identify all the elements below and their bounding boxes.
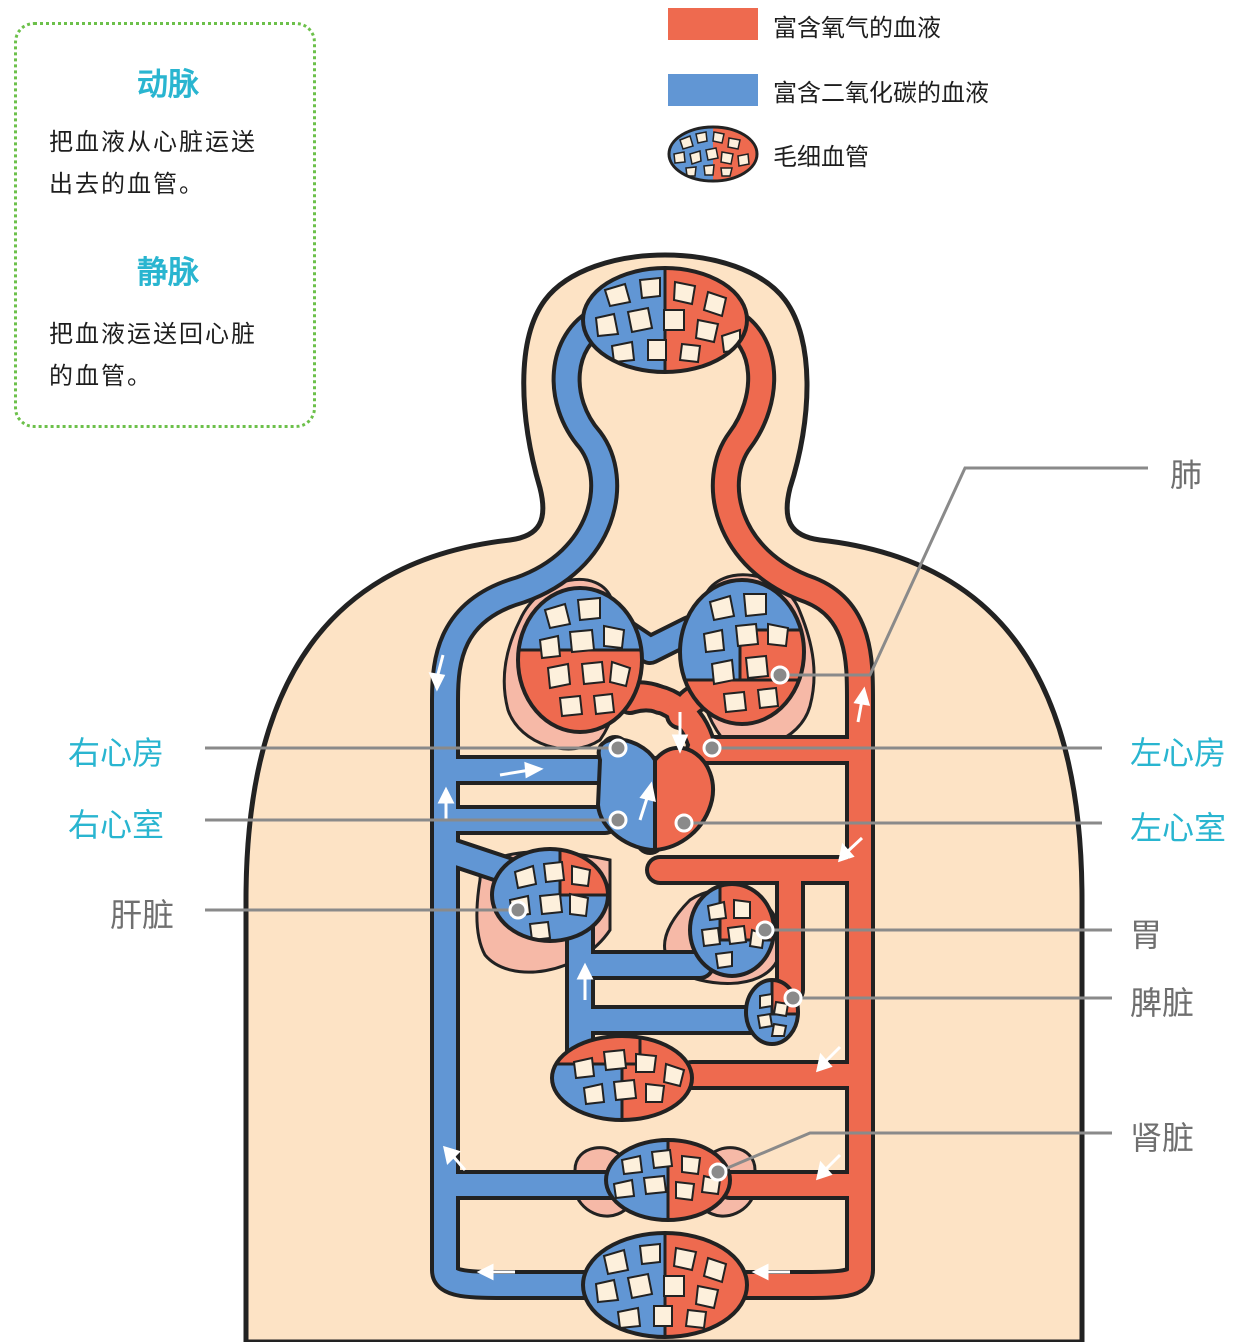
legend-capillary-icon [667,125,759,183]
label-lung: 肺 [1170,456,1203,494]
leader-lines [205,466,1148,1174]
vein-title: 静脉 [137,255,199,291]
artery-title: 动脉 [137,67,199,103]
legend-oxygen-swatch [668,8,758,40]
label-left-ventricle: 左心室 [1130,809,1227,847]
vein-description-line1: 把血液运送回心脏 [49,320,257,348]
leader-dots [508,665,803,1182]
label-right-atrium: 右心房 [68,734,165,772]
label-kidney: 肾脏 [1130,1119,1195,1157]
definition-box: 动脉 把血液从心脏运送 出去的血管。 静脉 把血液运送回心脏 的血管。 [14,22,316,428]
legend-capillary-label: 毛细血管 [773,143,869,171]
label-liver: 肝脏 [110,896,175,934]
label-left-atrium: 左心房 [1130,734,1227,772]
flow-arrows [428,654,871,1281]
label-stomach: 胃 [1130,916,1163,954]
legend-co2-label: 富含二氧化碳的血液 [773,79,989,107]
artery-description-line1: 把血液从心脏运送 [49,128,257,156]
legend-co2-swatch [668,74,758,106]
vein-description-line2: 的血管。 [49,362,153,390]
label-right-ventricle: 右心室 [68,806,165,844]
label-spleen: 脾脏 [1130,984,1195,1022]
artery-description-line2: 出去的血管。 [49,170,205,198]
legend-oxygen-label: 富含氧气的血液 [773,14,941,42]
